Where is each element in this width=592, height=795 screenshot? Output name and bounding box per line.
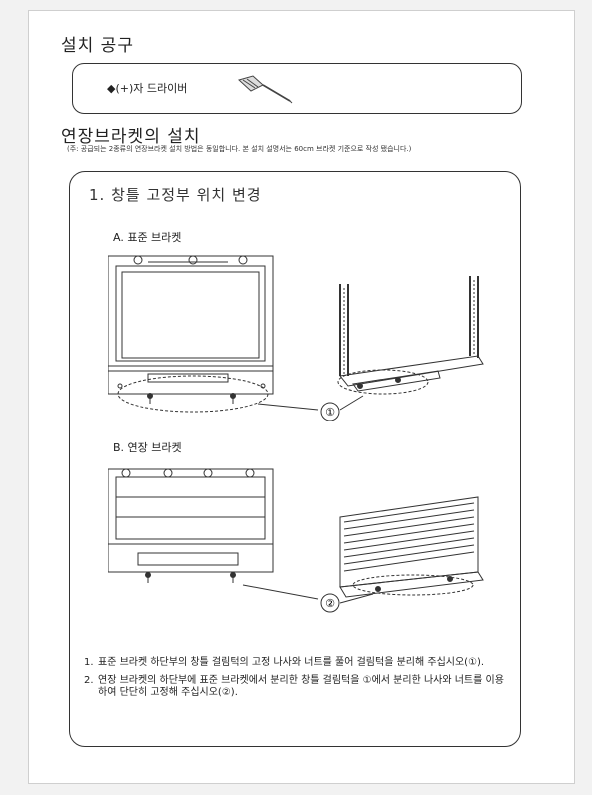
extension-bracket-figure: ② [108,468,484,613]
standard-bracket-label: A. 표준 브라켓 [113,231,182,244]
section-title: 1. 창틀 고정부 위치 변경 [89,186,262,204]
step-number: 1. [84,657,94,668]
step-number: 2. [84,675,94,686]
callout-2: ② [325,597,335,610]
tools-title: 설치 공구 [61,36,134,56]
step-item: 1. 표준 브라켓 하단부의 창틀 걸림턱의 고정 나사와 너트를 풀어 걸림턱… [84,657,509,669]
standard-bracket-figure: ① [108,255,484,421]
step-text: 연장 브라켓의 하단부에 표준 브라켓에서 분리한 창틀 걸림턱을 ①에서 분리… [98,675,504,698]
screwdriver-icon [238,75,293,104]
tools-box: ◆(+)자 드라이버 [72,63,522,114]
callout-1: ① [325,406,335,419]
manual-page: 설치 공구 ◆(+)자 드라이버 연장브라켓의 설치 (주: 공급되는 2종류의… [28,10,575,784]
tool-item: ◆(+)자 드라이버 [107,82,188,95]
install-note: (주: 공급되는 2종류의 연장브라켓 설치 방법은 동일합니다. 본 설치 설… [67,145,412,153]
step-text: 표준 브라켓 하단부의 창틀 걸림턱의 고정 나사와 너트를 풀어 걸림턱을 분… [98,657,485,668]
install-title: 연장브라켓의 설치 [61,127,201,147]
step-item: 2. 연장 브라켓의 하단부에 표준 브라켓에서 분리한 창틀 걸림턱을 ①에서… [84,675,509,699]
procedure-box: 1. 창틀 고정부 위치 변경 A. 표준 브라켓 B. 연장 브라켓 [69,171,521,747]
step-list: 1. 표준 브라켓 하단부의 창틀 걸림턱의 고정 나사와 너트를 풀어 걸림턱… [84,657,509,705]
extension-bracket-label: B. 연장 브라켓 [113,441,182,454]
